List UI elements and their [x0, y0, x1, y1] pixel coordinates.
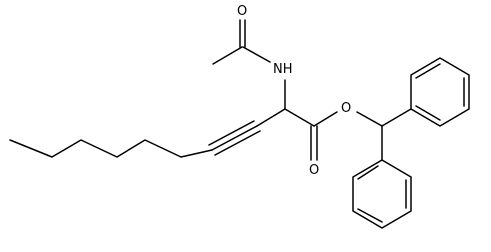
acetyl-methyl-bond — [212, 46, 243, 65]
alkyne-triple-bond-2 — [208, 120, 255, 146]
upper-phenyl-double-1 — [415, 63, 441, 79]
lower-phenyl-double-1 — [357, 165, 379, 180]
acetyl-cn-bond — [242, 46, 271, 63]
ester-oxygen-to-ch-bond — [356, 111, 383, 127]
acetyl-oxygen-label: O — [237, 4, 247, 19]
upper-phenyl-ring — [410, 57, 470, 127]
alkyne-group — [208, 108, 286, 156]
amide-nh-label: NH — [273, 62, 293, 77]
acetyl-group — [212, 19, 271, 65]
alkyne-triple-bond-3 — [214, 130, 261, 156]
alkyne-triple-bond-1 — [211, 125, 258, 151]
alpha-to-carbonyl-bond — [284, 108, 315, 127]
lower-phenyl-ring — [352, 159, 412, 229]
hexyl-chain — [9, 139, 213, 158]
upper-phenyl-hexagon — [410, 57, 470, 127]
lower-phenyl-hexagon — [352, 159, 412, 229]
alpha-to-alkyne-bond — [256, 108, 286, 127]
lower-phenyl-double-2 — [357, 208, 383, 223]
carbonyl-to-ester-oxygen-bond — [313, 111, 338, 127]
ester-group — [284, 108, 383, 161]
ester-double-oxygen-label: O — [309, 163, 319, 178]
ch-to-upper-phenyl-bond — [381, 108, 412, 127]
upper-phenyl-double-3 — [415, 105, 441, 121]
ester-single-oxygen-label: O — [341, 101, 351, 116]
